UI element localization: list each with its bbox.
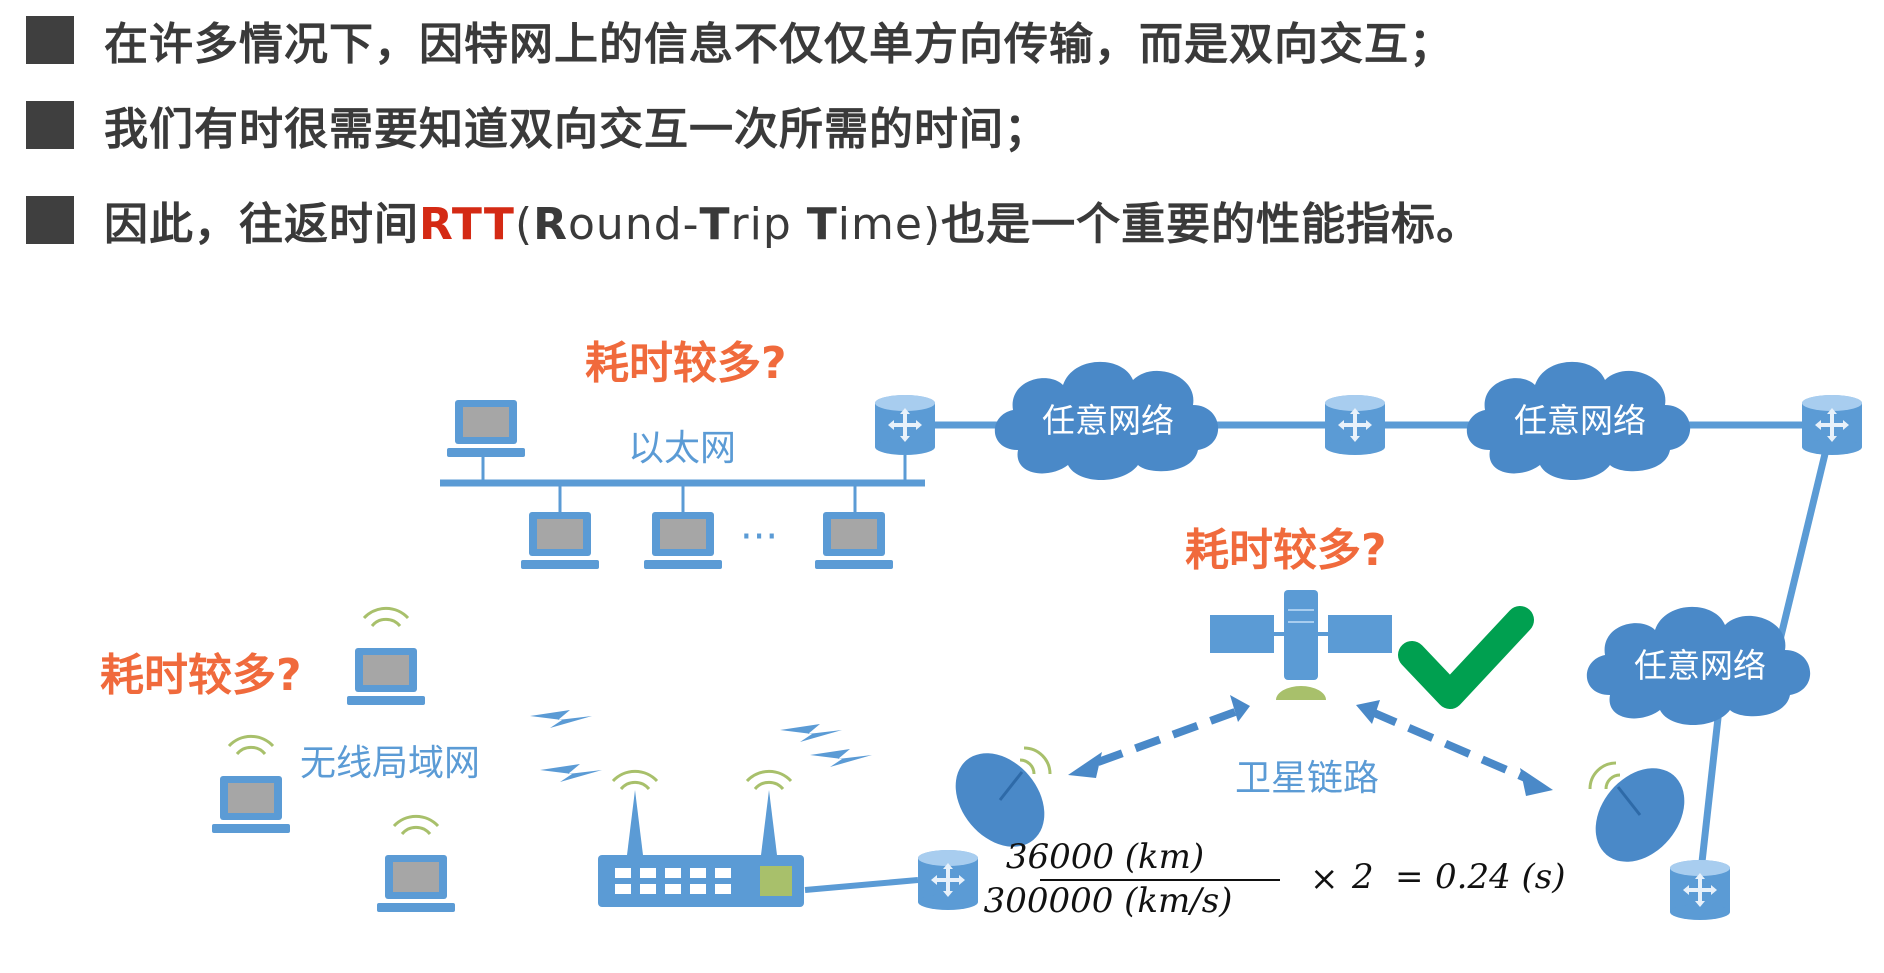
ethernet-segment: ··· 以太网 [440,400,925,569]
satellite-label: 卫星链路 [1235,758,1379,799]
rtt-highlight: RTT [419,199,515,250]
lightning-icon [780,724,842,742]
formula-denominator: 300000 (km/s) [984,881,1233,921]
bullet-2: 我们有时很需要知道双向交互一次所需的时间； [26,95,1049,155]
bullet-3-prefix: 因此，往返时间 [104,199,419,250]
laptop-icon [644,512,722,569]
dish-icon [1575,749,1705,881]
laptop-icon [212,776,290,833]
formula-result: 0.24 (s) [1435,857,1566,897]
formula-equals: = [1395,857,1424,897]
lightning-icon [540,764,602,782]
cloud-label-3: 任意网络 [1634,646,1766,685]
satellite-icon [1210,590,1392,700]
cloud-label-1: 任意网络 [1042,401,1174,440]
ethernet-label: 以太网 [628,428,736,469]
bullet-square-icon [26,196,74,244]
formula-numerator: 36000 (km) [1006,837,1204,877]
router-icon [1668,858,1732,922]
bullet-3: 因此，往返时间RTT(Round-Trip Time)也是一个重要的性能指标。 [26,190,1481,250]
router-icon [916,848,980,912]
rtt-expansion: (Round-Trip Time) [514,199,942,250]
warning-satellite: 耗时较多? [1185,525,1387,576]
lightning-icon [530,710,592,728]
cloud-label-2: 任意网络 [1514,401,1646,440]
bullet-1-text: 在许多情况下，因特网上的信息不仅仅单方向传输，而是双向交互； [104,19,1454,70]
laptop-icon [347,648,425,705]
bullet-square-icon [26,101,74,149]
wifi-router-icon [598,769,804,907]
check-icon [1398,606,1534,709]
rtt-formula: 36000 (km) 300000 (km/s) × 2 = 0.24 (s) [984,837,1566,921]
formula-factor: 2 [1351,857,1374,897]
ellipsis: ··· [740,514,778,560]
satellite-link-arrows [1068,695,1553,796]
warning-wlan: 耗时较多? [100,650,302,701]
bullet-square-icon [26,16,74,64]
formula-times: × [1310,859,1339,899]
bullet-3-text: 因此，往返时间RTT(Round-Trip Time)也是一个重要的性能指标。 [104,188,1481,252]
laptop-icon [377,855,455,912]
laptop-icon [447,400,525,457]
router-icon [1800,393,1864,457]
bullet-1: 在许多情况下，因特网上的信息不仅仅单方向传输，而是双向交互； [26,10,1454,70]
lightning-icon [810,749,872,767]
router-icon [873,393,937,457]
laptop-icon [521,512,599,569]
wlan-label: 无线局域网 [300,743,480,784]
bullet-3-suffix: 也是一个重要的性能指标。 [941,199,1482,250]
router-icon [1323,393,1387,457]
laptop-icon [815,512,893,569]
wlan-segment: 无线局域网 [212,606,919,912]
warning-ethernet: 耗时较多? [585,338,787,389]
bullet-2-text: 我们有时很需要知道双向交互一次所需的时间； [104,104,1049,155]
